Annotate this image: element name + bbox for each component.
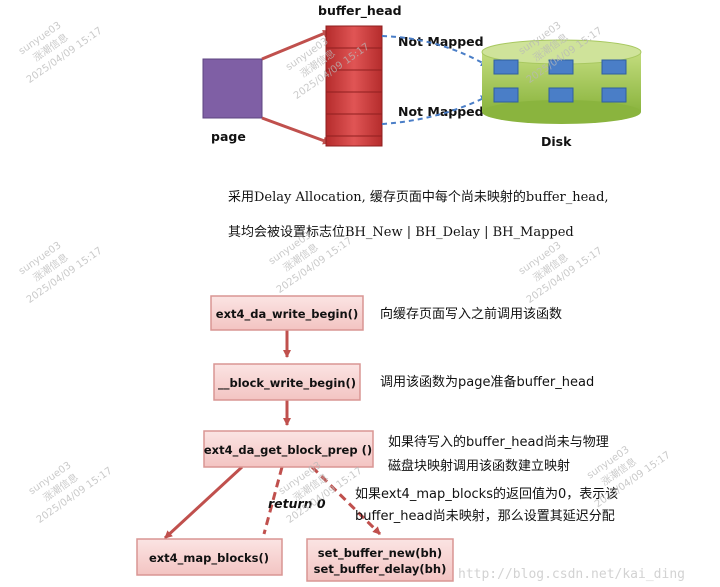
watermark-url: http://blog.csdn.net/kai_ding	[458, 567, 685, 582]
return-zero-label: return 0	[268, 496, 326, 511]
flow-node-2: __block_write_begin()	[213, 363, 361, 401]
buffer-head-stack	[325, 25, 383, 147]
not-mapped-arrows	[381, 35, 489, 125]
note-4-line-1: 如果ext4_map_blocks的返回值为0，表示该	[355, 486, 618, 502]
page-label: page	[211, 129, 246, 144]
flow-node-5: set_buffer_new(bh) set_buffer_delay(bh)	[306, 538, 454, 582]
flow-arrows	[163, 330, 382, 540]
note-3-line-1: 如果待写入的buffer_head尚未与物理	[388, 434, 609, 450]
watermark-7: sunyue03 涨潮信息 2025/04/09 15:17	[27, 460, 115, 526]
watermark-1: sunyue03 涨潮信息 2025/04/09 15:17	[17, 20, 105, 86]
watermark-4: sunyue03 涨潮信息 2025/04/09 15:17	[17, 240, 105, 306]
not-mapped-label-1: Not Mapped	[398, 34, 484, 49]
node-block-write-begin: __block_write_begin()	[218, 376, 356, 391]
flow-node-3: ext4_da_get_block_prep ()	[203, 430, 374, 468]
note-4-line-2: buffer_head尚未映射，那么设置其延迟分配	[355, 508, 615, 524]
page-to-buffer-arrows	[261, 29, 331, 145]
page-block	[202, 58, 263, 119]
note-3-line-2: 磁盘块映射调用该函数建立映射	[388, 458, 570, 474]
description-line-2: 其均会被设置标志位BH_New | BH_Delay | BH_Mapped	[228, 225, 574, 240]
description-line-1: 采用Delay Allocation, 缓存页面中每个尚未映射的buffer_h…	[228, 189, 609, 205]
node-set-buffer-new: set_buffer_new(bh)	[318, 546, 442, 561]
flow-node-1: ext4_da_write_begin()	[210, 295, 364, 331]
not-mapped-label-2: Not Mapped	[398, 104, 484, 119]
disk-cylinder	[481, 39, 642, 124]
node-ext4-da-write-begin: ext4_da_write_begin()	[216, 307, 358, 322]
node-ext4-map-blocks: ext4_map_blocks()	[149, 551, 269, 566]
flow-node-4: ext4_map_blocks()	[136, 538, 283, 576]
node-set-buffer-delay: set_buffer_delay(bh)	[314, 562, 447, 577]
note-2: 调用该函数为page准备buffer_head	[380, 374, 594, 390]
node-ext4-da-get-block-prep: ext4_da_get_block_prep ()	[204, 443, 372, 458]
buffer-head-label: buffer_head	[318, 3, 402, 19]
watermark-3: sunyue03 涨潮信息 2025/04/09 15:17	[517, 20, 605, 86]
note-1: 向缓存页面写入之前调用该函数	[380, 306, 562, 322]
disk-label: Disk	[541, 134, 572, 149]
